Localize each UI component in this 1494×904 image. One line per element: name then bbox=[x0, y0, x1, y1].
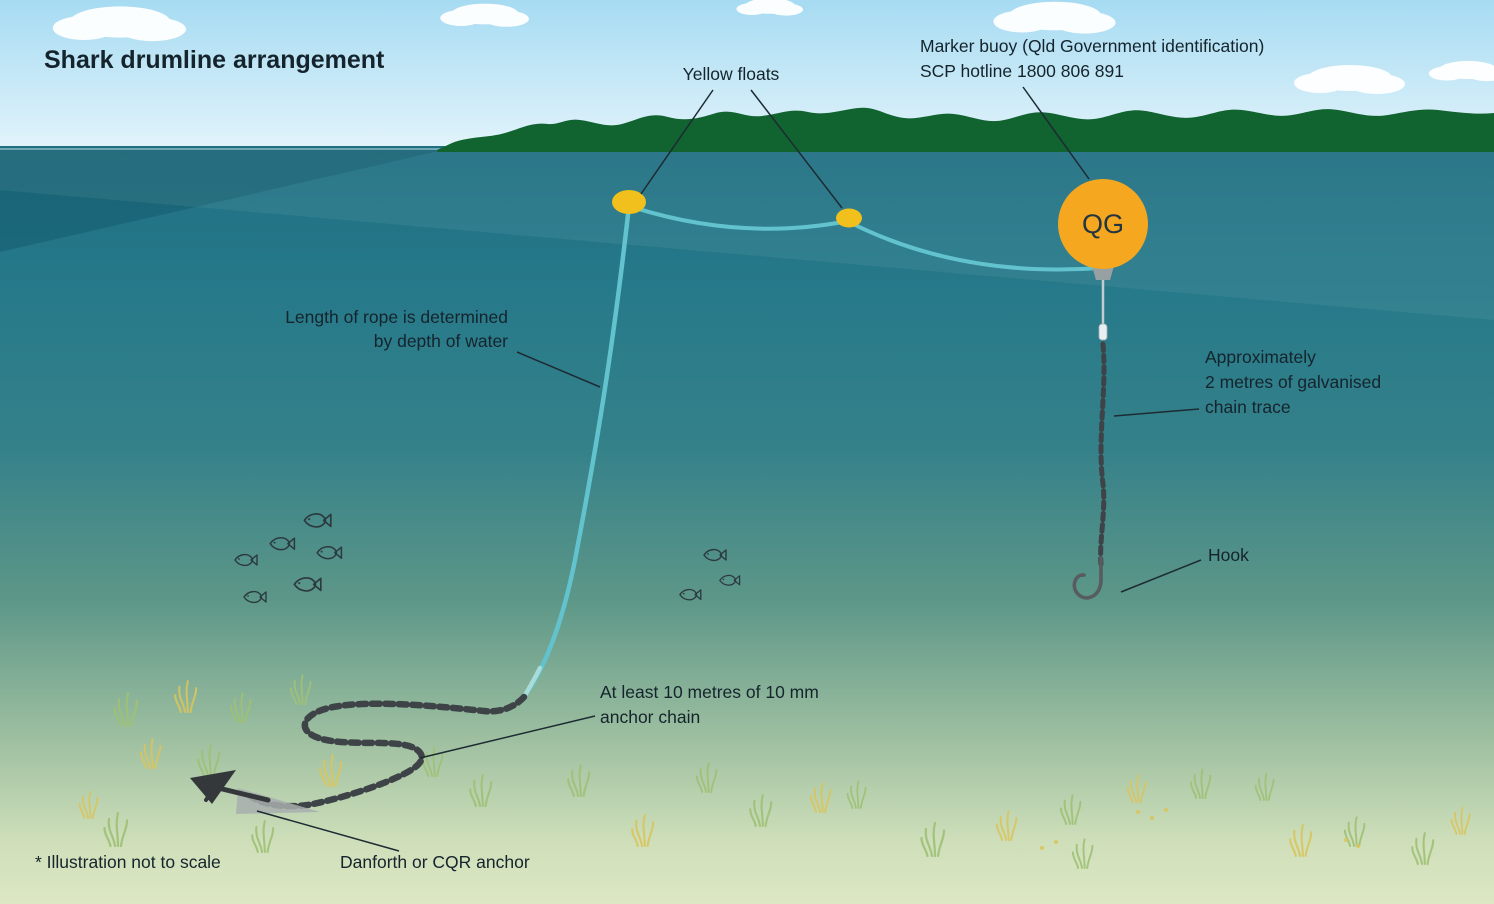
label-chain-trace-line1: Approximately bbox=[1205, 347, 1316, 367]
label-scale-note: * Illustration not to scale bbox=[35, 852, 221, 872]
leader-rope bbox=[516, 351, 601, 388]
rope-main bbox=[521, 203, 632, 700]
leader-chain-trace bbox=[1113, 408, 1200, 417]
label-marker-buoy-line2: SCP hotline 1800 806 891 bbox=[920, 61, 1124, 81]
yellow-float-large bbox=[612, 190, 646, 214]
leader-hook bbox=[1120, 559, 1202, 593]
label-anchor: Danforth or CQR anchor bbox=[340, 852, 530, 872]
leader-yellow-float-1 bbox=[640, 89, 714, 195]
rope-float-to-buoy bbox=[847, 220, 1102, 272]
label-yellow-floats: Yellow floats bbox=[683, 64, 780, 84]
buoy-label: QG bbox=[1082, 209, 1124, 239]
marker-buoy: QG bbox=[1058, 179, 1148, 280]
anchor-fluke bbox=[190, 770, 236, 804]
label-marker-buoy-line1: Marker buoy (Qld Government identificati… bbox=[920, 36, 1264, 56]
coastline bbox=[437, 107, 1494, 152]
rope-float-to-float bbox=[627, 204, 850, 231]
label-chain-trace-line3: chain trace bbox=[1205, 397, 1291, 417]
label-anchor-chain-line2: anchor chain bbox=[600, 707, 700, 727]
page-title: Shark drumline arrangement bbox=[44, 46, 385, 74]
label-rope-line1: Length of rope is determined bbox=[285, 307, 508, 327]
swivel bbox=[1098, 323, 1108, 341]
leader-anchor bbox=[256, 810, 400, 852]
anchor-illustration bbox=[190, 770, 320, 814]
leader-anchor-chain bbox=[419, 715, 596, 759]
anchor-chain bbox=[246, 693, 528, 810]
leader-marker-buoy bbox=[1022, 86, 1090, 180]
hook-illustration bbox=[1072, 556, 1103, 600]
label-rope-line2: by depth of water bbox=[374, 331, 508, 351]
label-hook: Hook bbox=[1208, 545, 1249, 565]
chain-trace bbox=[1098, 341, 1107, 567]
yellow-float-small bbox=[836, 208, 862, 228]
label-chain-trace-line2: 2 metres of galvanised bbox=[1205, 372, 1381, 392]
sand-speckles bbox=[1040, 808, 1360, 850]
water-shade bbox=[0, 148, 452, 252]
buoy-body bbox=[1058, 179, 1148, 269]
leader-yellow-float-2 bbox=[750, 89, 843, 209]
water bbox=[0, 146, 1494, 904]
label-anchor-chain-line1: At least 10 metres of 10 mm bbox=[600, 682, 819, 702]
anchor-shank bbox=[211, 784, 271, 803]
buoy-handle bbox=[1092, 266, 1114, 280]
anchor-fluke-shadow bbox=[236, 788, 320, 814]
leader-lines bbox=[256, 86, 1202, 852]
